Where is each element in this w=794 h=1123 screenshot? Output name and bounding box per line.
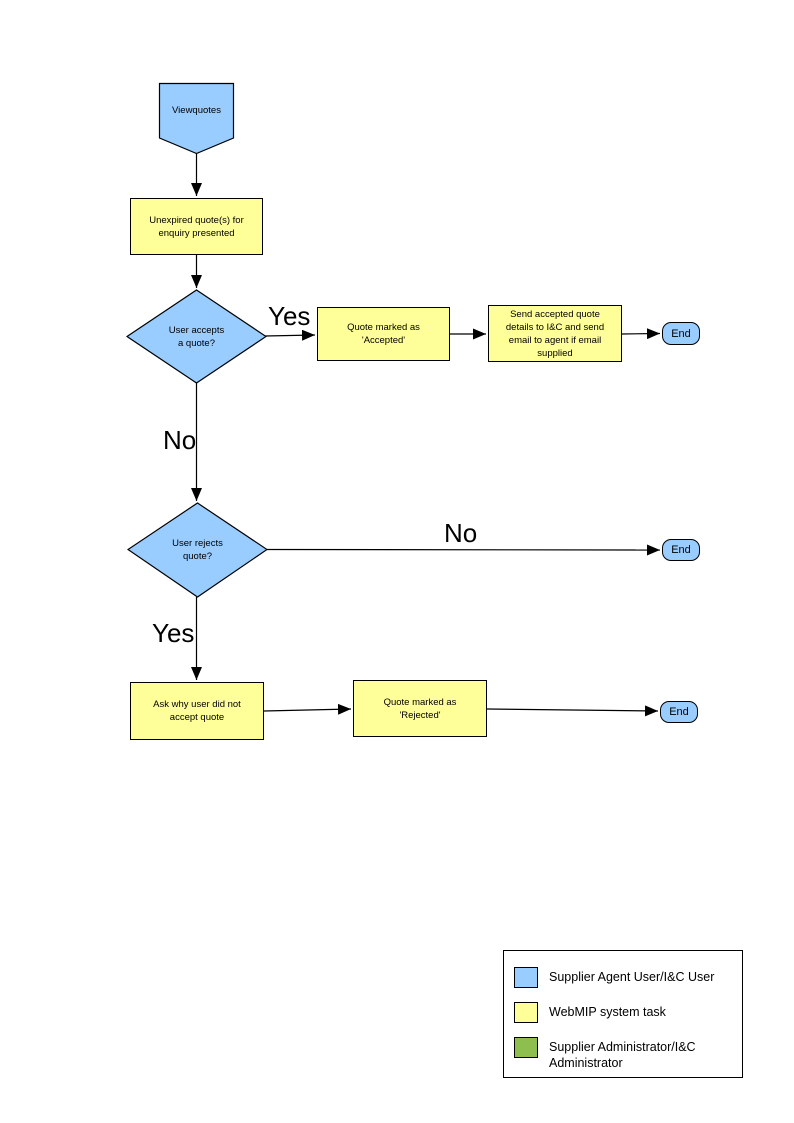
legend-swatch-yellow <box>514 1002 538 1023</box>
process-present-quotes: Unexpired quote(s) for enquiry presented <box>130 198 263 255</box>
legend-swatch-blue <box>514 967 538 988</box>
edge-label-reject-yes: Yes <box>152 618 195 648</box>
process-mark-accepted: Quote marked as 'Accepted' <box>317 307 450 361</box>
legend-box: Supplier Agent User/I&C User WebMIP syst… <box>503 950 743 1078</box>
end-node-not-rejected: End <box>662 539 700 561</box>
legend-item-webmip-task: WebMIP system task <box>514 1002 666 1023</box>
legend-label: WebMIP system task <box>549 1005 666 1019</box>
decision-reject-shape <box>127 502 268 598</box>
edge-label-accept-yes: Yes <box>268 301 311 331</box>
legend-swatch-green <box>514 1037 538 1058</box>
decision-reject-label: User rejects quote? <box>172 538 223 562</box>
process-send-details: Send accepted quote details to I&C and s… <box>488 305 622 362</box>
end-node-rejected: End <box>660 701 698 723</box>
legend-label: Supplier Administrator/I&C Administrator <box>549 1040 696 1070</box>
end-node-accepted: End <box>662 322 700 345</box>
legend-item-supplier-admin: Supplier Administrator/I&C Administrator <box>514 1037 696 1071</box>
decision-accept-shape <box>126 289 267 384</box>
start-node-label: Viewquotes <box>172 105 221 116</box>
legend-label: Supplier Agent User/I&C User <box>549 970 715 984</box>
process-ask-why: Ask why user did not accept quote <box>130 682 264 740</box>
process-mark-rejected: Quote marked as 'Rejected' <box>353 680 487 737</box>
start-offpage-connector-shape <box>158 82 235 155</box>
edge-label-reject-no: No <box>444 518 478 548</box>
edge-label-accept-no: No <box>163 425 197 455</box>
decision-accept-label: User accepts a quote? <box>168 324 225 349</box>
legend-item-supplier-agent: Supplier Agent User/I&C User <box>514 967 714 988</box>
